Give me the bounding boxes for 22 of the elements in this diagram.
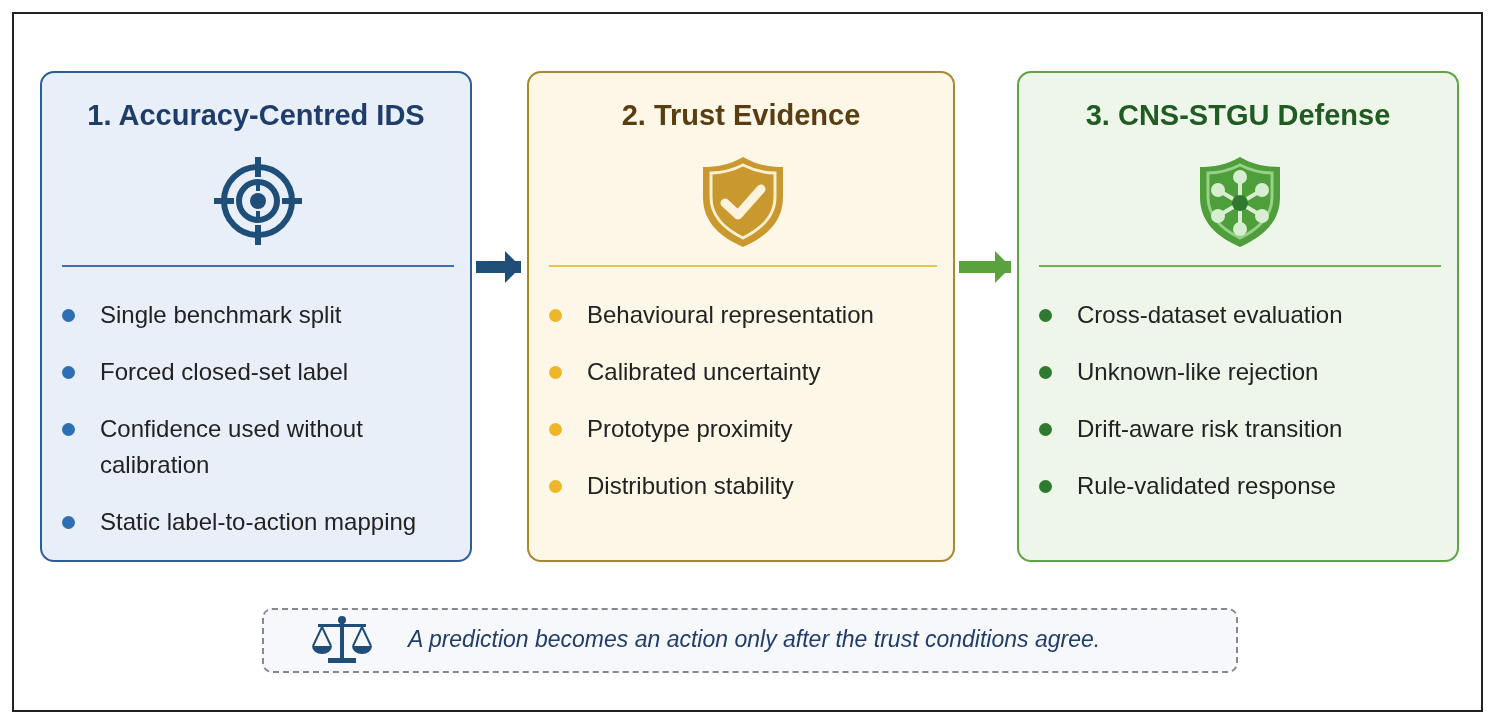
bullet-text: Distribution stability xyxy=(587,471,795,501)
bullet-text: Cross-dataset evaluation xyxy=(1077,300,1344,330)
bullet-text: Rule-validated response xyxy=(1077,471,1337,501)
bullet-text: Confidence used without calibration xyxy=(100,414,364,480)
note-box xyxy=(262,608,1238,673)
bullet-text: Unknown-like rejection xyxy=(1077,357,1320,387)
bullet-text: Static label-to-action mapping xyxy=(100,507,418,537)
bullet-text: Single benchmark split xyxy=(100,300,343,330)
bullet-text: Behavioural representation xyxy=(587,300,875,330)
card-heading: 3. CNS-STGU Defense xyxy=(1084,99,1392,132)
card-heading: 1. Accuracy-Centred IDS xyxy=(86,99,426,132)
arrow xyxy=(476,251,521,283)
note-text: A prediction becomes an action only after the trust conditions agree. xyxy=(408,626,1101,653)
stage-card xyxy=(40,71,472,562)
stage-card xyxy=(527,71,955,562)
bullet-text: Drift-aware risk transition xyxy=(1077,414,1344,444)
stage-card xyxy=(1017,71,1459,562)
card-heading: 2. Trust Evidence xyxy=(620,99,862,132)
bullet-text: Forced closed-set label xyxy=(100,357,350,387)
arrow xyxy=(959,251,1011,283)
bullet-text: Calibrated uncertainty xyxy=(587,357,822,387)
bullet-text: Prototype proximity xyxy=(587,414,794,444)
